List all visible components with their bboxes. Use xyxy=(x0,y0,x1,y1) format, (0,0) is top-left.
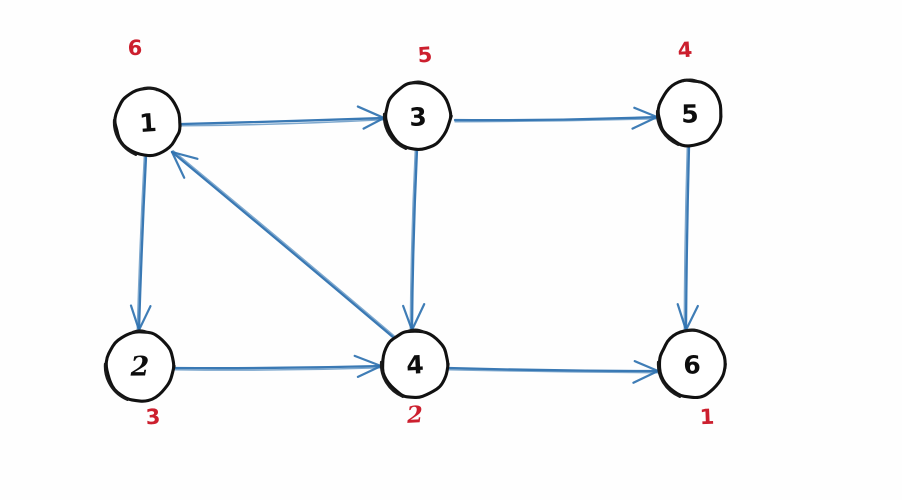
arrowhead-stroke xyxy=(356,105,386,120)
edge-stroke xyxy=(172,364,383,370)
arrowhead-stroke xyxy=(684,304,699,332)
node-4[interactable]: 4 xyxy=(379,328,450,400)
arrowhead-stroke xyxy=(353,354,383,368)
node-outline-start-nick xyxy=(139,86,159,92)
arrowhead-stroke xyxy=(362,116,386,130)
node-3[interactable]: 3 xyxy=(382,80,453,151)
edge-4-to-1 xyxy=(170,149,396,340)
node-outline-start-nick xyxy=(131,329,151,335)
node-2[interactable]: 2 xyxy=(103,329,176,403)
node-label-4: 4 xyxy=(406,350,425,380)
edge-stroke xyxy=(447,366,660,373)
arrowhead-stroke xyxy=(170,150,186,179)
node-outline xyxy=(381,329,450,400)
edge-stroke xyxy=(137,155,148,332)
node-outline xyxy=(113,86,182,158)
edge-stroke xyxy=(410,148,419,332)
edge-stroke xyxy=(454,117,658,123)
node-outline-start-nick xyxy=(681,78,701,84)
node-outline xyxy=(657,328,727,400)
edge-stroke xyxy=(172,149,396,338)
arrowhead-stroke xyxy=(631,115,659,130)
node-label-5: 5 xyxy=(681,99,699,128)
arrowhead-stroke xyxy=(402,304,414,332)
node-outline-start-nick xyxy=(406,328,426,334)
edge-stroke xyxy=(180,116,386,126)
edge-stroke xyxy=(448,368,659,374)
node-weight-5: 4 xyxy=(677,38,693,63)
arrowhead-stroke xyxy=(170,150,199,160)
node-6[interactable]: 6 xyxy=(656,328,727,400)
node-5[interactable]: 5 xyxy=(656,78,723,148)
edge-stroke xyxy=(173,366,382,371)
node-label-6: 6 xyxy=(683,350,701,379)
edge-stroke xyxy=(136,156,146,331)
edge-1-to-2 xyxy=(129,155,152,332)
edge-3-to-5 xyxy=(453,106,659,130)
weights-layer: 6 3 5 2 4 1 xyxy=(128,36,715,429)
node-label-2: 2 xyxy=(129,351,149,382)
edge-5-to-6 xyxy=(676,145,699,332)
edges-layer xyxy=(129,105,699,384)
node-outline-overshoot xyxy=(112,118,138,156)
node-outline-start-nick xyxy=(683,328,703,334)
nodes-layer: 1 2 3 4 5 6 xyxy=(103,78,727,403)
edge-stroke xyxy=(453,115,659,122)
node-1[interactable]: 1 xyxy=(112,86,182,158)
node-outline xyxy=(384,81,453,151)
node-label-1: 1 xyxy=(138,108,157,138)
arrowhead-stroke xyxy=(356,364,383,379)
arrowhead-stroke xyxy=(129,304,141,332)
node-label-3: 3 xyxy=(409,102,427,132)
edge-3-to-4 xyxy=(402,148,426,332)
edge-2-to-4 xyxy=(172,354,383,379)
edge-1-to-3 xyxy=(180,105,386,130)
node-weight-1: 6 xyxy=(128,36,143,60)
node-outline-overshoot xyxy=(379,360,405,398)
edge-stroke xyxy=(684,145,691,332)
node-weight-3: 5 xyxy=(417,43,433,68)
node-outline-overshoot xyxy=(656,109,680,146)
arrowhead-stroke xyxy=(633,106,659,119)
node-outline-overshoot xyxy=(103,362,129,401)
node-weight-2: 3 xyxy=(145,405,161,430)
node-outline xyxy=(104,330,176,403)
arrowhead-stroke xyxy=(632,369,660,384)
node-outline-overshoot xyxy=(382,112,408,150)
edge-4-to-6 xyxy=(447,360,660,384)
edge-stroke xyxy=(683,146,689,331)
node-weight-6: 1 xyxy=(699,405,715,430)
arrowhead-stroke xyxy=(676,303,688,332)
node-weight-4: 2 xyxy=(405,401,423,429)
node-outline xyxy=(656,78,723,148)
arrowhead-stroke xyxy=(410,303,426,332)
arrowhead-stroke xyxy=(633,360,660,373)
node-outline-start-nick xyxy=(409,80,429,86)
node-outline-overshoot xyxy=(656,360,682,398)
arrowhead-stroke xyxy=(137,305,152,332)
edge-stroke xyxy=(409,149,417,331)
edge-stroke xyxy=(170,150,396,340)
edge-stroke xyxy=(181,118,385,127)
